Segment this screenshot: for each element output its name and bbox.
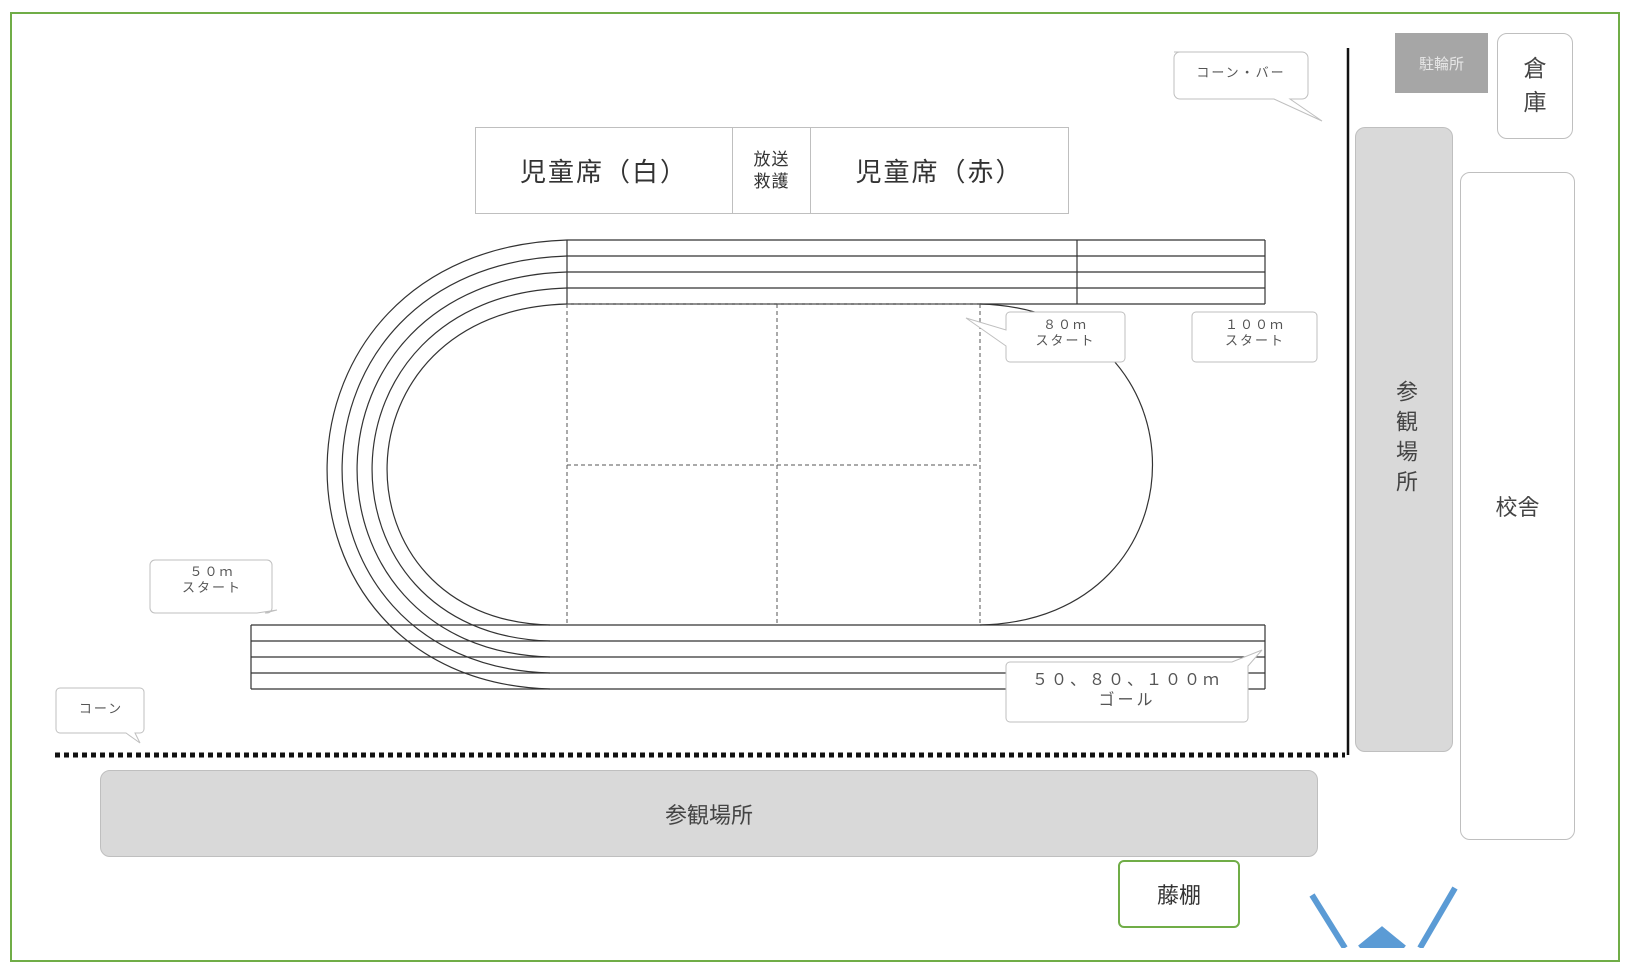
callout-100m-start-text: １００ｍ スタート <box>1224 318 1285 349</box>
child-seat-white: 児童席（白） <box>475 127 733 214</box>
viewing-area-bottom-label: 参観場所 <box>664 803 753 829</box>
school-building-label: 校舎 <box>1495 496 1540 521</box>
callout-80m-start <box>965 311 1126 363</box>
bike-parking: 駐輪所 <box>1395 33 1488 93</box>
callout-80m-start-text: ８０ｍ スタート <box>1035 318 1096 349</box>
callout-100m-start <box>1191 311 1318 363</box>
bike-parking-label: 駐輪所 <box>1418 54 1464 73</box>
viewing-area-right: 参観場所 <box>1355 127 1453 752</box>
viewing-area-bottom: 参観場所 <box>100 770 1318 857</box>
viewing-area-right-label: 参観場所 <box>1392 379 1417 500</box>
callout-cone-bar-text: コーン・バー <box>1196 66 1286 81</box>
child-seat-red-label: 児童席（赤） <box>855 158 1024 188</box>
wisteria-trellis-label: 藤棚 <box>1156 884 1201 909</box>
callout-cone-bar <box>1173 51 1323 122</box>
callout-goal <box>1005 649 1263 723</box>
callout-50m-start-text: ５０ｍ スタート <box>181 565 242 596</box>
school-building: 校舎 <box>1460 172 1575 840</box>
callout-50m-start <box>149 559 278 614</box>
warehouse: 倉 庫 <box>1497 33 1573 139</box>
callout-cone <box>55 687 145 744</box>
child-seat-red: 児童席（赤） <box>810 127 1069 214</box>
callout-goal-text: ５０、８０、１００ｍ ゴール <box>1031 670 1222 709</box>
callout-cone-text: コーン <box>78 702 124 717</box>
direction-arrow <box>1309 886 1458 948</box>
warehouse-label: 倉 庫 <box>1523 56 1547 116</box>
broadcast-first-aid-label: 放送 救護 <box>753 149 790 192</box>
track-left-curve <box>326 239 568 690</box>
child-seat-white-label: 児童席（白） <box>519 158 688 188</box>
callout-shapes <box>55 51 1323 744</box>
broadcast-first-aid: 放送 救護 <box>732 127 811 214</box>
wisteria-trellis: 藤棚 <box>1118 860 1240 928</box>
track-top-straight <box>566 239 1266 305</box>
infield-grid <box>566 303 981 625</box>
